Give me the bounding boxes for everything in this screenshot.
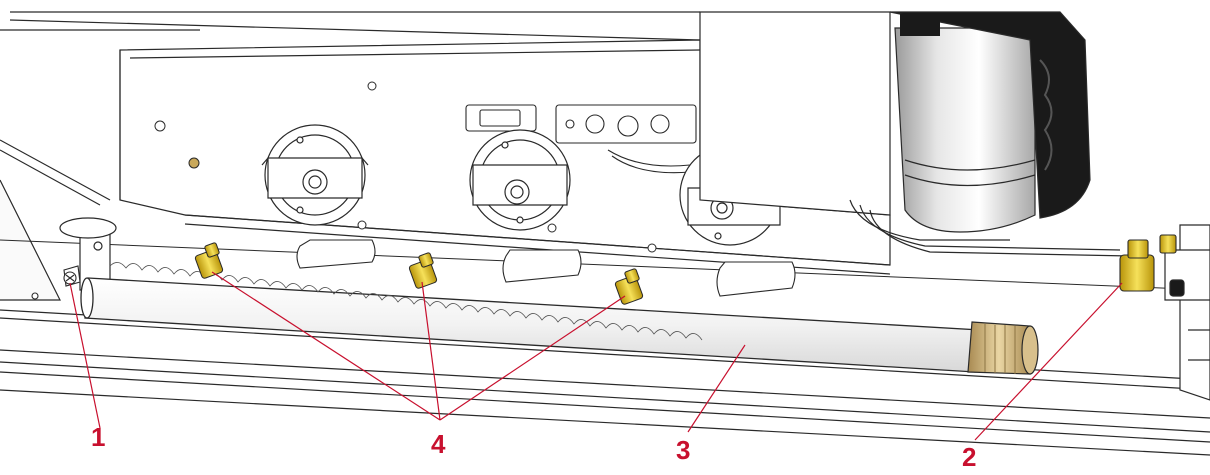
callout-1: 1 bbox=[91, 422, 106, 452]
callout-3: 3 bbox=[676, 435, 691, 465]
nozzle-fitting-3 bbox=[614, 268, 644, 305]
leader-4b bbox=[421, 281, 441, 421]
valve-port-middle bbox=[469, 129, 571, 231]
left-bracket bbox=[59, 217, 117, 291]
end-screw bbox=[31, 265, 81, 300]
leader-4a bbox=[211, 271, 441, 421]
housing-screws bbox=[154, 81, 657, 253]
leader-1 bbox=[69, 282, 101, 429]
leader-3 bbox=[687, 344, 746, 433]
tube-end-cap bbox=[967, 321, 1039, 375]
base-frame bbox=[0, 11, 1210, 456]
heat-gun-handle bbox=[889, 11, 1091, 233]
callout-4: 4 bbox=[431, 429, 446, 459]
valve-port-left bbox=[261, 124, 369, 226]
leader-lines bbox=[69, 271, 1123, 441]
leader-2 bbox=[974, 282, 1123, 441]
nozzle-fitting-1 bbox=[194, 242, 224, 279]
upper-module bbox=[699, 11, 1131, 257]
plate-slots bbox=[296, 239, 796, 297]
right-bracket bbox=[1164, 224, 1210, 401]
leader-4c bbox=[439, 295, 626, 421]
nozzle-fitting-2 bbox=[408, 252, 438, 289]
callout-2: 2 bbox=[962, 442, 977, 472]
connector-panels bbox=[465, 104, 697, 174]
small-brass-nut bbox=[188, 157, 200, 169]
yellow-fitting-right bbox=[1119, 234, 1177, 292]
